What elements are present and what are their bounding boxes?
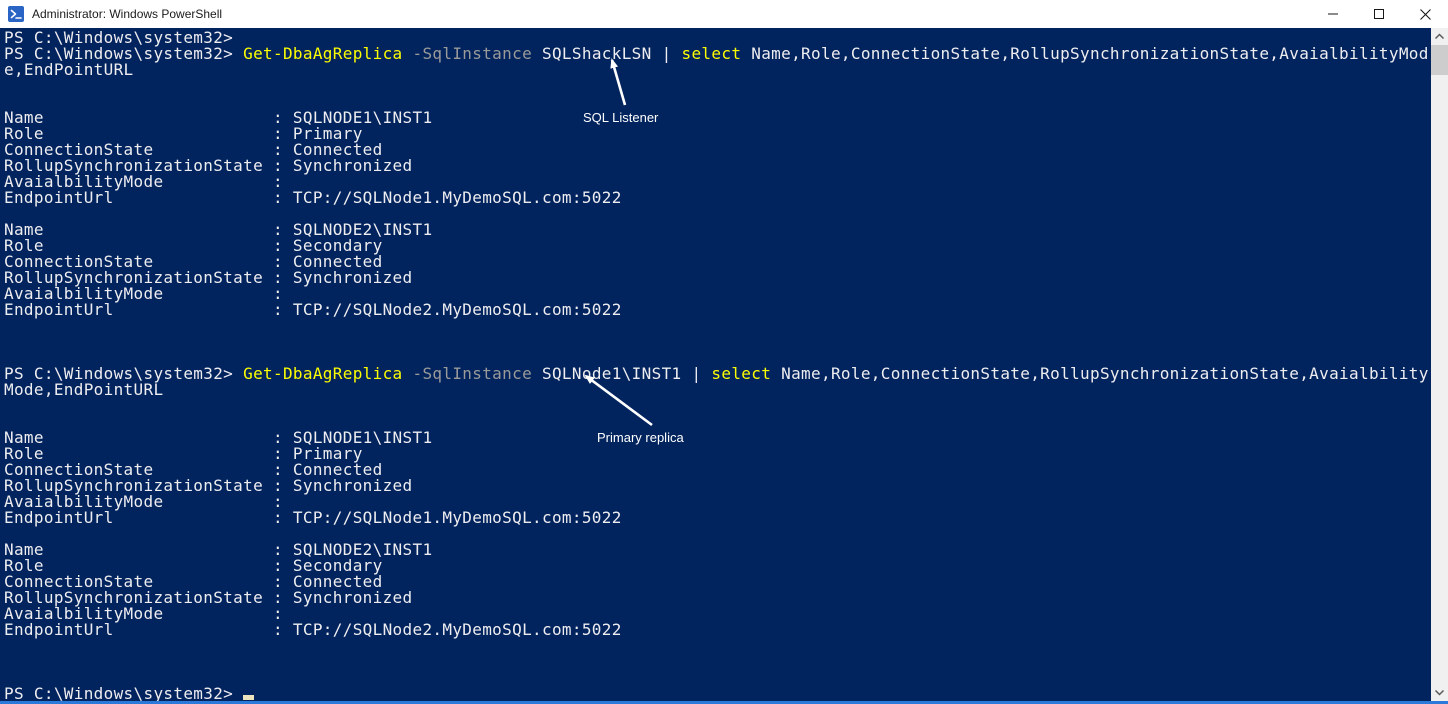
console-line: ConnectionState : Connected — [4, 142, 1431, 158]
console-line: AvaialbilityMode : — [4, 606, 1431, 622]
console-text: Name : SQLNODE2\INST1 — [4, 220, 433, 239]
console-line: RollupSynchronizationState : Synchronize… — [4, 590, 1431, 606]
console-line — [4, 398, 1431, 414]
console-line — [4, 654, 1431, 670]
console-text: Get-DbaAgReplica — [243, 364, 403, 383]
console-text — [403, 364, 413, 383]
console-text: Role : Secondary — [4, 236, 383, 255]
powershell-icon[interactable] — [8, 6, 24, 22]
console-line — [4, 638, 1431, 654]
window-bottom-border — [0, 701, 1448, 704]
console-line: PS C:\Windows\system32> Get-DbaAgReplica… — [4, 46, 1431, 62]
console-text: Role : Primary — [4, 124, 363, 143]
console-text: e,EndPointURL — [4, 60, 134, 79]
console-line: AvaialbilityMode : — [4, 174, 1431, 190]
console-line: ConnectionState : Connected — [4, 254, 1431, 270]
console-text: Name : SQLNODE1\INST1 — [4, 428, 433, 447]
scrollbar-thumb[interactable] — [1431, 45, 1448, 75]
console-text: PS C:\Windows\system32> — [4, 364, 244, 383]
console-text: ConnectionState : Connected — [4, 252, 383, 271]
console-line: ConnectionState : Connected — [4, 462, 1431, 478]
console-line: EndpointUrl : TCP://SQLNode2.MyDemoSQL.c… — [4, 302, 1431, 318]
maximize-icon — [1374, 9, 1384, 19]
console-text — [403, 44, 413, 63]
console-text: Name : SQLNODE2\INST1 — [4, 540, 433, 559]
close-button[interactable] — [1402, 0, 1448, 28]
console-line: Role : Secondary — [4, 238, 1431, 254]
maximize-button[interactable] — [1356, 0, 1402, 28]
console-line: PS C:\Windows\system32> Get-DbaAgReplica… — [4, 366, 1431, 382]
console-text: Name : SQLNODE1\INST1 — [4, 108, 433, 127]
console-text: PS C:\Windows\system32> — [4, 684, 244, 703]
console-text: AvaialbilityMode : — [4, 604, 283, 623]
console-line — [4, 318, 1431, 334]
chevron-down-icon — [1434, 689, 1445, 696]
close-icon — [1419, 8, 1431, 20]
console-text: select — [681, 44, 742, 63]
console-text: EndpointUrl : TCP://SQLNode1.MyDemoSQL.c… — [4, 188, 622, 207]
console-text: select — [711, 364, 772, 383]
console-line: Role : Primary — [4, 126, 1431, 142]
console-text: RollupSynchronizationState : Synchronize… — [4, 156, 413, 175]
window-controls — [1310, 0, 1448, 28]
console-text: PS C:\Windows\system32> — [4, 28, 244, 47]
title-bar[interactable]: Administrator: Windows PowerShell — [0, 0, 1448, 28]
console-line: Mode,EndPointURL — [4, 382, 1431, 398]
console-text: EndpointUrl : TCP://SQLNode2.MyDemoSQL.c… — [4, 620, 622, 639]
console-line: PS C:\Windows\system32> — [4, 30, 1431, 46]
vertical-scrollbar[interactable] — [1431, 28, 1448, 704]
console-line: Name : SQLNODE2\INST1 — [4, 542, 1431, 558]
console-text: SQLNode1\INST1 | — [532, 364, 712, 383]
console-text: -SqlInstance — [412, 364, 533, 383]
console-text: AvaialbilityMode : — [4, 284, 283, 303]
console-text: Name,Role,ConnectionState,RollupSynchron… — [771, 364, 1429, 383]
console-line: e,EndPointURL — [4, 62, 1431, 78]
console-line: RollupSynchronizationState : Synchronize… — [4, 158, 1431, 174]
minimize-button[interactable] — [1310, 0, 1356, 28]
console-text: AvaialbilityMode : — [4, 492, 283, 511]
console-line: ConnectionState : Connected — [4, 574, 1431, 590]
console-text: EndpointUrl : TCP://SQLNode1.MyDemoSQL.c… — [4, 508, 622, 527]
console-line: RollupSynchronizationState : Synchronize… — [4, 478, 1431, 494]
chevron-up-icon — [1434, 33, 1445, 40]
console-line: RollupSynchronizationState : Synchronize… — [4, 270, 1431, 286]
console-line — [4, 334, 1431, 350]
console-line: PS C:\Windows\system32> — [4, 686, 1431, 702]
console-text: PS C:\Windows\system32> — [4, 44, 244, 63]
console-text: RollupSynchronizationState : Synchronize… — [4, 588, 413, 607]
console-text: EndpointUrl : TCP://SQLNode2.MyDemoSQL.c… — [4, 300, 622, 319]
scroll-down-button[interactable] — [1431, 684, 1448, 701]
console-text: -SqlInstance — [412, 44, 533, 63]
text-cursor — [243, 695, 255, 700]
console-line: EndpointUrl : TCP://SQLNode1.MyDemoSQL.c… — [4, 510, 1431, 526]
console-text: SQLShackLSN | — [532, 44, 682, 63]
console-text: ConnectionState : Connected — [4, 572, 383, 591]
console-line: AvaialbilityMode : — [4, 286, 1431, 302]
console-line: Name : SQLNODE1\INST1 — [4, 110, 1431, 126]
console-text: Get-DbaAgReplica — [243, 44, 403, 63]
console-line: AvaialbilityMode : — [4, 494, 1431, 510]
minimize-icon — [1328, 13, 1338, 15]
console-text: ConnectionState : Connected — [4, 460, 383, 479]
console-text: ConnectionState : Connected — [4, 140, 383, 159]
console-line: EndpointUrl : TCP://SQLNode2.MyDemoSQL.c… — [4, 622, 1431, 638]
console-text: RollupSynchronizationState : Synchronize… — [4, 476, 413, 495]
console-text: Name,Role,ConnectionState,RollupSynchron… — [741, 44, 1429, 63]
console-line — [4, 78, 1431, 94]
console-line: EndpointUrl : TCP://SQLNode1.MyDemoSQL.c… — [4, 190, 1431, 206]
console-viewport[interactable]: PS C:\Windows\system32> PS C:\Windows\sy… — [0, 28, 1431, 704]
console-text: RollupSynchronizationState : Synchronize… — [4, 268, 413, 287]
console-line: Role : Primary — [4, 446, 1431, 462]
console-text: Role : Secondary — [4, 556, 383, 575]
console-line: Role : Secondary — [4, 558, 1431, 574]
console-line: Name : SQLNODE1\INST1 — [4, 430, 1431, 446]
scroll-up-button[interactable] — [1431, 28, 1448, 45]
console-text: Role : Primary — [4, 444, 363, 463]
window-title: Administrator: Windows PowerShell — [32, 7, 223, 21]
console-text: AvaialbilityMode : — [4, 172, 283, 191]
console-line: Name : SQLNODE2\INST1 — [4, 222, 1431, 238]
console-text: Mode,EndPointURL — [4, 380, 164, 399]
